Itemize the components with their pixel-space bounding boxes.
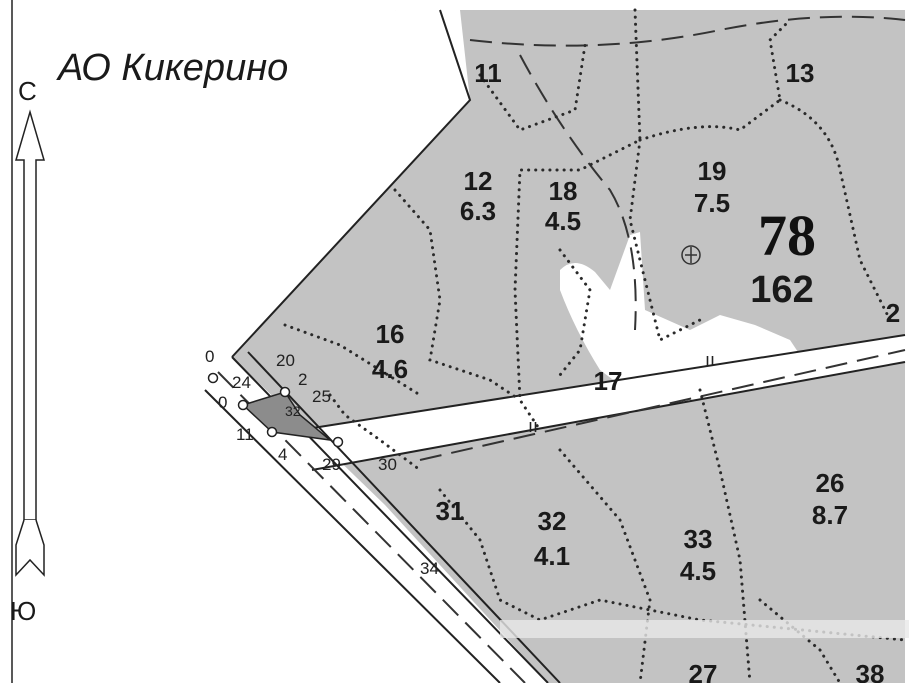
compartment-number: 2 xyxy=(886,298,900,328)
landmark-icon xyxy=(681,245,701,265)
survey-point xyxy=(266,426,278,438)
compartment-area: 8.7 xyxy=(812,500,848,530)
survey-label: 32 xyxy=(285,403,301,419)
road-strip xyxy=(300,335,905,470)
compartment-area: 4.6 xyxy=(372,354,408,384)
compartment-number: 31 xyxy=(436,496,465,526)
survey-point xyxy=(207,372,219,384)
road-centerline xyxy=(419,349,906,461)
survey-label: 4 xyxy=(278,445,287,464)
compartment-border xyxy=(628,138,702,343)
plot-polygon xyxy=(241,391,333,442)
survey-label: 20 xyxy=(276,351,295,370)
survey-label: 2 xyxy=(298,370,307,389)
road-edge xyxy=(311,361,906,471)
compartment-border xyxy=(513,8,642,432)
compartment-number: 11 xyxy=(474,58,502,88)
road-edge xyxy=(299,334,906,431)
survey-label: 0 xyxy=(218,393,227,412)
map-title: АО Кикерино xyxy=(56,47,288,89)
road-mark: ıı xyxy=(705,350,715,370)
compartment-border xyxy=(478,43,587,132)
compartment-border xyxy=(758,598,842,683)
survey-point xyxy=(237,399,249,411)
block-area: 162 xyxy=(750,269,813,311)
compartment-border xyxy=(698,388,752,683)
survey-points xyxy=(207,372,344,448)
compartment-number: 16 xyxy=(376,319,405,349)
block-number: 78 xyxy=(758,203,816,268)
compartment-border xyxy=(558,448,652,683)
compartment-number: 18 xyxy=(549,176,578,206)
forest-notch xyxy=(395,10,470,110)
compartment-number: 38 xyxy=(856,659,885,683)
compartment-area: 4.1 xyxy=(534,541,570,571)
survey-label: 34 xyxy=(420,559,439,578)
road-mark: ıı xyxy=(528,416,538,436)
survey-label: 30 xyxy=(378,455,397,474)
survey-label: 0 xyxy=(205,347,214,366)
compartment-area: 6.3 xyxy=(460,196,496,226)
quarter-boundary xyxy=(469,15,906,47)
compartment-area: 7.5 xyxy=(694,188,730,218)
compartment-number: 19 xyxy=(698,156,727,186)
compartment-number: 33 xyxy=(684,524,713,554)
compartment-number: 27 xyxy=(689,659,718,683)
compartment-area: 4.5 xyxy=(680,556,716,586)
compass-north-label: С xyxy=(18,76,37,106)
survey-point xyxy=(279,386,291,398)
compartment-border xyxy=(283,323,422,397)
compass-south-label: Ю xyxy=(10,596,36,626)
survey-label: 11 xyxy=(236,425,254,444)
compartment-number: 17 xyxy=(594,366,623,396)
forest-boundary xyxy=(231,9,472,358)
compartment-number: 13 xyxy=(786,58,815,88)
survey-label: 25 xyxy=(312,387,331,406)
compartment-number: 12 xyxy=(464,166,493,196)
survey-label: 29 xyxy=(322,455,341,474)
compartment-border xyxy=(778,98,892,322)
scan-band xyxy=(500,620,909,638)
compartment-number: 26 xyxy=(816,468,845,498)
highway-edge xyxy=(204,389,501,683)
compartment-number: 32 xyxy=(538,506,567,536)
compartment-border xyxy=(558,248,592,377)
compartment-area: 4.5 xyxy=(545,206,581,236)
compartment-border xyxy=(328,393,422,472)
survey-point xyxy=(332,436,344,448)
quarter-boundary xyxy=(519,54,637,331)
survey-label: 24 xyxy=(232,373,251,392)
north-arrow-icon xyxy=(15,109,45,577)
clearing xyxy=(560,232,800,400)
